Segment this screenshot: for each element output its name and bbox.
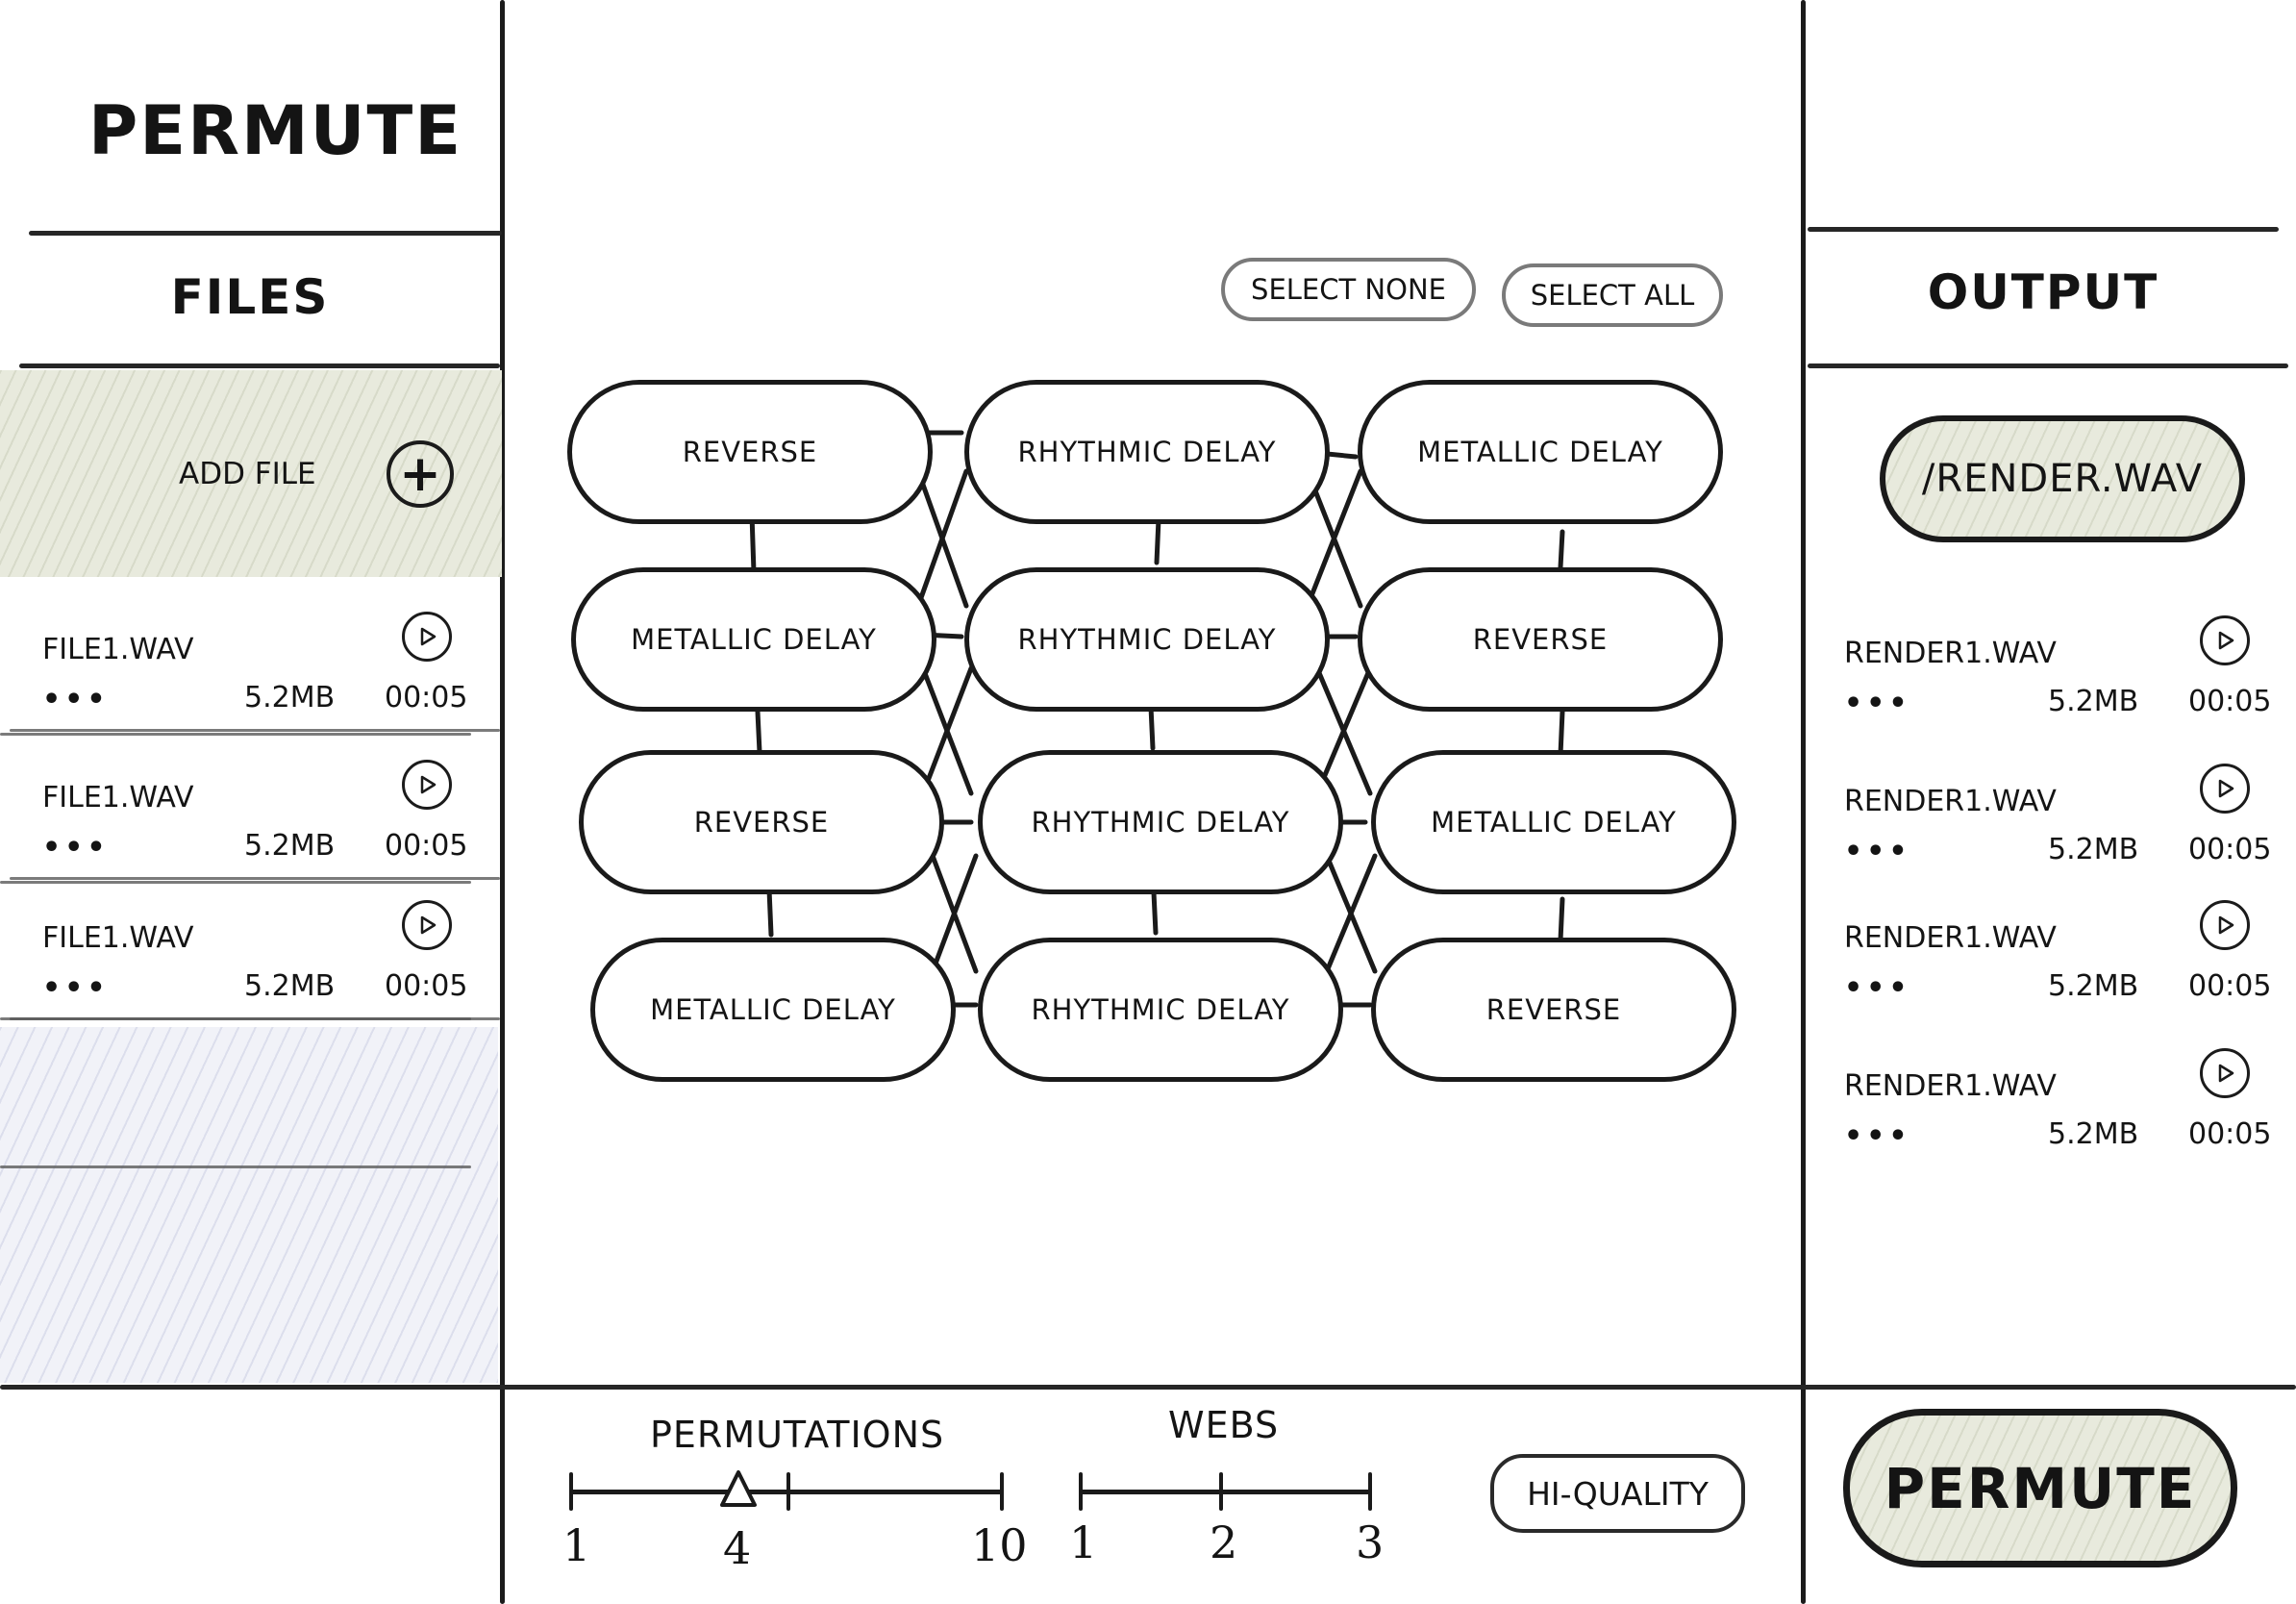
file-name: FILE1.WAV — [42, 781, 194, 815]
effect-node[interactable]: RHYTHMIC DELAY — [978, 750, 1343, 894]
more-menu-icon[interactable]: ••• — [1844, 971, 1911, 1005]
select-none-button[interactable]: SELECT NONE — [1221, 258, 1476, 321]
effect-node[interactable]: METALLIC DELAY — [1371, 750, 1736, 894]
file-name: FILE1.WAV — [42, 921, 194, 955]
file-duration: 00:05 — [2188, 685, 2272, 718]
effect-node[interactable]: REVERSE — [1358, 567, 1723, 712]
render-name: RENDER1.WAV — [1844, 637, 2057, 670]
render-name: RENDER1.WAV — [1844, 921, 2057, 955]
play-icon[interactable] — [2200, 764, 2250, 814]
footer-divider — [0, 1385, 2296, 1390]
more-menu-icon[interactable]: ••• — [42, 971, 110, 1005]
file-size: 5.2MB — [244, 829, 336, 863]
add-file-label: ADD FILE — [179, 457, 316, 491]
more-menu-icon[interactable]: ••• — [42, 831, 110, 865]
play-icon[interactable] — [402, 612, 452, 662]
output-item[interactable]: RENDER1.WAV ••• 5.2MB 00:05 — [1817, 900, 2279, 1025]
permutations-tick-mid — [786, 1472, 790, 1511]
list-divider — [0, 881, 471, 884]
permute-button[interactable]: PERMUTE — [1843, 1409, 2237, 1567]
file-duration: 00:05 — [2188, 833, 2272, 866]
select-all-button[interactable]: SELECT ALL — [1502, 263, 1723, 327]
webs-label-1: 1 — [1069, 1516, 1098, 1568]
render-name: RENDER1.WAV — [1844, 785, 2057, 818]
permutations-max-label: 10 — [971, 1519, 1028, 1571]
file-item[interactable]: FILE1.WAV ••• 5.2MB 00:05 — [27, 900, 488, 1025]
permutations-min-label: 1 — [562, 1519, 591, 1571]
effect-node[interactable]: REVERSE — [579, 750, 944, 894]
effect-node[interactable]: METALLIC DELAY — [590, 938, 956, 1082]
play-icon[interactable] — [2200, 900, 2250, 950]
list-divider — [10, 729, 500, 732]
file-duration: 00:05 — [2188, 1117, 2272, 1151]
webs-label-2: 2 — [1210, 1516, 1238, 1568]
render-name: RENDER1.WAV — [1844, 1069, 2057, 1103]
output-item[interactable]: RENDER1.WAV ••• 5.2MB 00:05 — [1817, 1048, 2279, 1173]
file-item[interactable]: FILE1.WAV ••• 5.2MB 00:05 — [27, 612, 488, 737]
permutations-value-label: 4 — [723, 1522, 752, 1574]
hi-quality-toggle[interactable]: HI-QUALITY — [1490, 1454, 1745, 1533]
output-title-divider — [1808, 363, 2288, 368]
webs-tick-2[interactable] — [1219, 1472, 1223, 1511]
file-size: 5.2MB — [2048, 1117, 2139, 1151]
file-duration: 00:05 — [2188, 969, 2272, 1003]
file-size: 5.2MB — [244, 681, 336, 714]
webs-tick-1 — [1079, 1472, 1083, 1511]
file-size: 5.2MB — [2048, 833, 2139, 866]
list-divider — [0, 733, 471, 736]
list-divider — [10, 877, 500, 880]
output-item[interactable]: RENDER1.WAV ••• 5.2MB 00:05 — [1817, 764, 2279, 889]
effects-connections — [749, 430, 1565, 1008]
output-item[interactable]: RENDER1.WAV ••• 5.2MB 00:05 — [1817, 615, 2279, 740]
file-duration: 00:05 — [385, 969, 468, 1003]
effect-node[interactable]: METALLIC DELAY — [571, 567, 936, 712]
header-divider-left — [29, 231, 502, 236]
left-column-divider — [500, 0, 505, 1604]
effect-node[interactable]: RHYTHMIC DELAY — [964, 567, 1330, 712]
plus-icon[interactable]: + — [387, 440, 454, 508]
file-name: FILE1.WAV — [42, 633, 194, 666]
permutations-title: PERMUTATIONS — [650, 1414, 945, 1456]
file-size: 5.2MB — [2048, 969, 2139, 1003]
effect-node[interactable]: RHYTHMIC DELAY — [964, 380, 1330, 524]
files-title-divider — [19, 363, 500, 368]
play-icon[interactable] — [402, 760, 452, 810]
more-menu-icon[interactable]: ••• — [1844, 1119, 1911, 1153]
effect-node[interactable]: RHYTHMIC DELAY — [978, 938, 1343, 1082]
permutations-tick-start — [569, 1472, 573, 1511]
effect-node[interactable]: METALLIC DELAY — [1358, 380, 1723, 524]
file-duration: 00:05 — [385, 681, 468, 714]
permutations-tick-end — [1000, 1472, 1004, 1511]
app-title: PERMUTE — [88, 91, 463, 170]
more-menu-icon[interactable]: ••• — [1844, 687, 1911, 720]
list-divider — [0, 1017, 471, 1020]
list-divider — [0, 1165, 471, 1168]
output-panel-title: OUTPUT — [1927, 264, 2159, 320]
effect-node[interactable]: REVERSE — [1371, 938, 1736, 1082]
files-panel-title: FILES — [170, 269, 330, 325]
play-icon[interactable] — [2200, 615, 2250, 665]
more-menu-icon[interactable]: ••• — [42, 683, 110, 716]
file-size: 5.2MB — [2048, 685, 2139, 718]
header-divider-right — [1808, 227, 2279, 232]
permutations-thumb-icon[interactable] — [719, 1469, 758, 1508]
webs-tick-3 — [1368, 1472, 1372, 1511]
play-icon[interactable] — [2200, 1048, 2250, 1098]
file-duration: 00:05 — [385, 829, 468, 863]
webs-track — [1079, 1490, 1372, 1494]
file-size: 5.2MB — [244, 969, 336, 1003]
more-menu-icon[interactable]: ••• — [1844, 835, 1911, 868]
effect-node[interactable]: REVERSE — [567, 380, 933, 524]
right-column-divider — [1801, 0, 1806, 1604]
play-icon[interactable] — [402, 900, 452, 950]
file-item[interactable]: FILE1.WAV ••• 5.2MB 00:05 — [27, 760, 488, 885]
webs-label-3: 3 — [1356, 1516, 1385, 1568]
files-empty-area — [0, 1027, 498, 1383]
render-path-field[interactable]: /RENDER.WAV — [1880, 415, 2245, 542]
webs-title: WEBS — [1168, 1404, 1280, 1446]
